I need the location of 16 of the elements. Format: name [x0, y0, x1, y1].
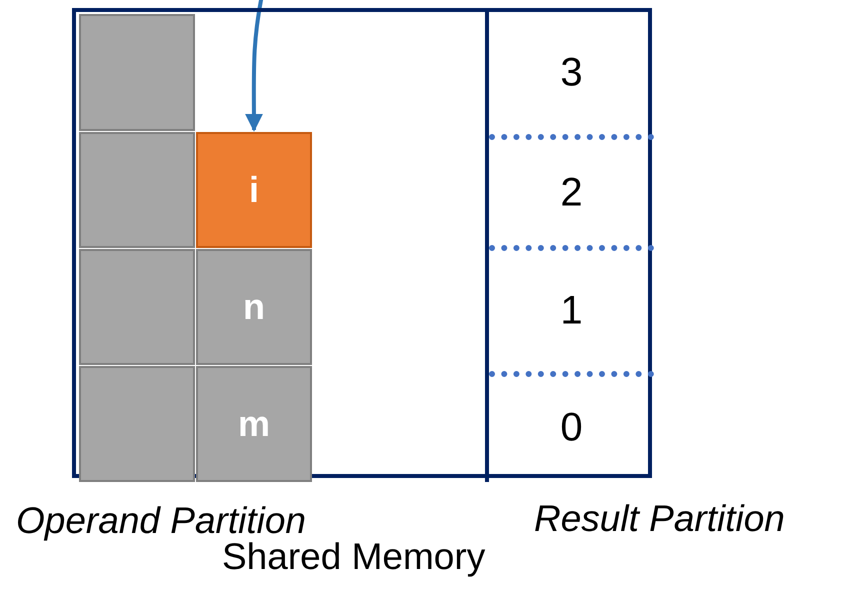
memory-slot — [79, 14, 195, 131]
slot-index: 2 — [559, 170, 584, 215]
slot-label: m — [236, 403, 271, 445]
memory-slot — [196, 366, 312, 482]
slot-label: n — [242, 286, 266, 328]
partition-label: Result Partition — [534, 498, 785, 540]
slot-index: 1 — [559, 288, 584, 334]
memory-slot — [196, 132, 312, 248]
memory-slot — [79, 366, 195, 482]
slot-index: 0 — [559, 406, 584, 450]
memory-slot — [79, 249, 195, 365]
arrow — [244, 0, 264, 132]
slot-label: i — [248, 169, 260, 211]
slot-index: 3 — [559, 50, 584, 96]
memory-slot — [196, 249, 312, 365]
memory-slot — [79, 132, 195, 248]
